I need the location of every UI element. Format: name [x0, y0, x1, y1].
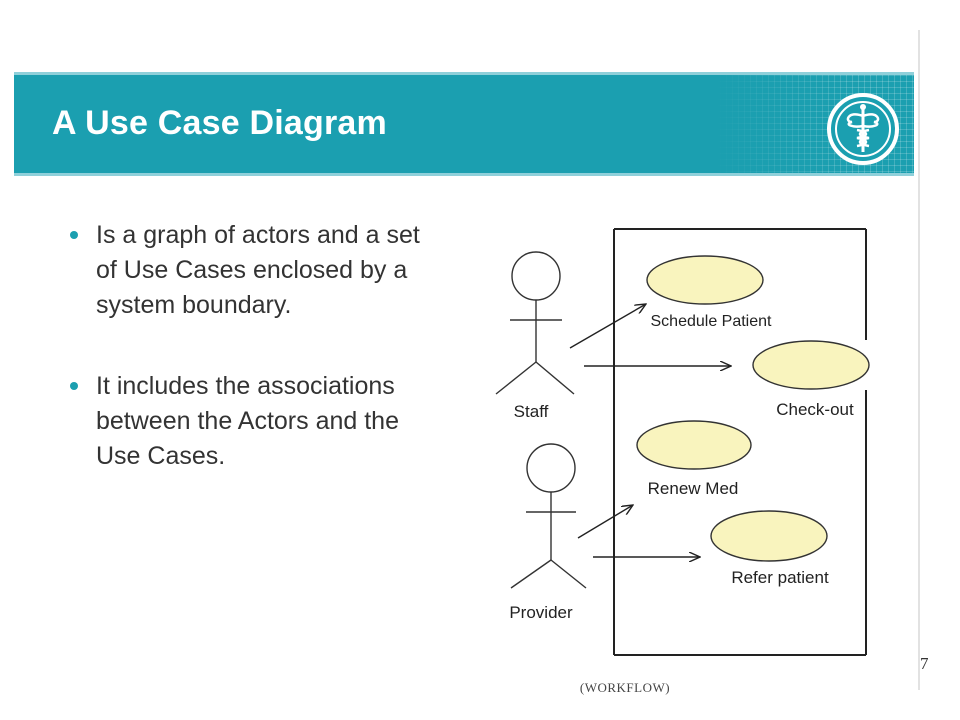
use-case-label: Refer patient — [731, 568, 829, 587]
bullet-item: Is a graph of actors and a set of Use Ca… — [64, 218, 444, 323]
actor-label: Staff — [514, 402, 549, 421]
bullet-list: Is a graph of actors and a set of Use Ca… — [64, 218, 444, 474]
association-arrow — [569, 304, 646, 349]
use-case-schedule-patient — [646, 255, 764, 305]
actor-provider — [510, 443, 587, 589]
use-case-refer-patient — [710, 510, 828, 562]
use-case-renew-med — [636, 420, 752, 470]
page-number: 7 — [920, 654, 929, 673]
actor-label: Provider — [509, 603, 573, 622]
slide-title: A Use Case Diagram — [52, 104, 387, 142]
slide-edge-rule — [918, 30, 920, 690]
footer-text: (WORKFLOW) — [579, 680, 671, 695]
system-boundary — [613, 228, 867, 656]
bullet-item: It includes the associations between the… — [64, 369, 444, 474]
use-case-label: Schedule Patient — [651, 313, 773, 330]
use-case-label: Check-out — [776, 400, 854, 419]
use-case-label: Renew Med — [648, 479, 739, 498]
title-banner — [14, 72, 914, 176]
actor-staff — [495, 251, 575, 395]
association-arrow — [577, 505, 633, 539]
use-case-check-out — [752, 340, 870, 390]
caduceus-icon — [827, 93, 899, 165]
